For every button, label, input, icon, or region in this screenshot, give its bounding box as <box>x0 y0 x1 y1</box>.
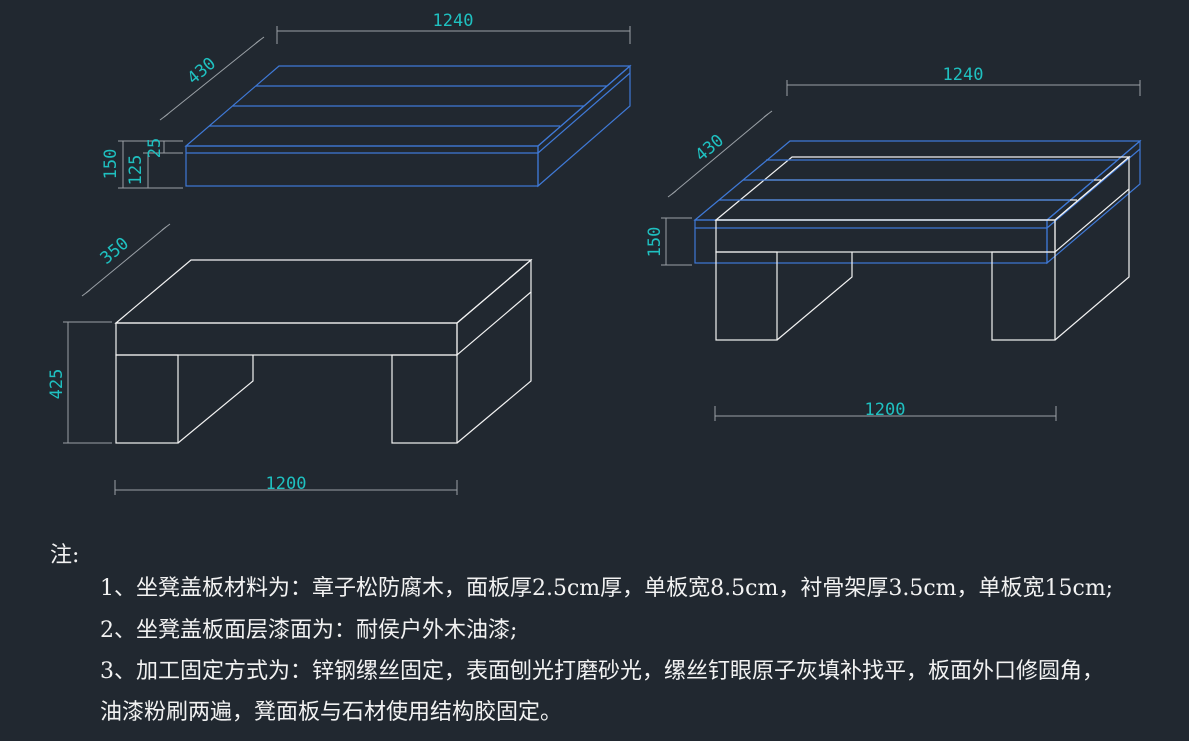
base-slab-front <box>115 322 458 356</box>
dim-top-left-total-height: 150 <box>101 149 121 180</box>
assembled-left-leg <box>715 251 778 341</box>
board-thickness-line <box>537 72 631 154</box>
dim-bottom-left-depth: 350 <box>97 234 133 269</box>
base-slab-side <box>456 258 532 357</box>
note-line-1: 1、坐凳盖板材料为：章子松防腐木，面板厚2.5cm厚，单板宽8.5cm，衬骨架厚… <box>100 576 1114 601</box>
base-right-leg-side <box>456 292 532 444</box>
assembled-left-leg-side <box>776 252 853 341</box>
base-right-leg <box>391 354 458 444</box>
assembled-right-leg <box>991 251 1056 341</box>
dim-right-length-bottom: 1200 <box>865 400 906 420</box>
assembled-cover-side-face <box>1046 139 1141 265</box>
cover-board-front-face <box>185 145 539 187</box>
note-line-2: 2、坐凳盖板面层漆面为：耐侯户外木油漆; <box>100 618 518 643</box>
assembled-slab-front <box>715 219 1056 253</box>
base-left-leg-side <box>177 355 254 444</box>
notes-title: 注: <box>50 543 80 568</box>
cover-board-view: 1240 430 150 125 25 <box>101 11 632 189</box>
dim-right-depth: 430 <box>692 131 728 166</box>
note-line-3: 3、加工固定方式为：锌钢缧丝固定，表面刨光打磨砂光，缧丝钉眼原子灰填补找平，板面… <box>100 659 1105 684</box>
assembled-cover-front-face <box>694 219 1048 264</box>
dim-top-left-frame-height: 125 <box>126 155 146 186</box>
dim-top-left-length: 1240 <box>433 11 474 31</box>
dim-right-height: 150 <box>645 227 665 258</box>
dim-right-length-top: 1240 <box>943 65 984 85</box>
base-left-leg <box>115 354 179 444</box>
dim-bottom-left-length: 1200 <box>266 474 307 494</box>
note-line-4: 油漆粉刷两遍，凳面板与石材使用结构胶固定。 <box>100 700 563 725</box>
dim-bottom-left-height: 425 <box>47 369 67 400</box>
assembled-right-leg-side <box>1054 189 1130 341</box>
stone-base-view: 350 425 1200 <box>47 223 533 495</box>
dim-top-left-depth: 430 <box>184 54 220 89</box>
assembled-bench-view: 1240 430 150 1200 <box>645 65 1142 421</box>
dim-top-left-board-thickness: 25 <box>145 138 165 158</box>
cover-board-side-face <box>537 64 631 188</box>
